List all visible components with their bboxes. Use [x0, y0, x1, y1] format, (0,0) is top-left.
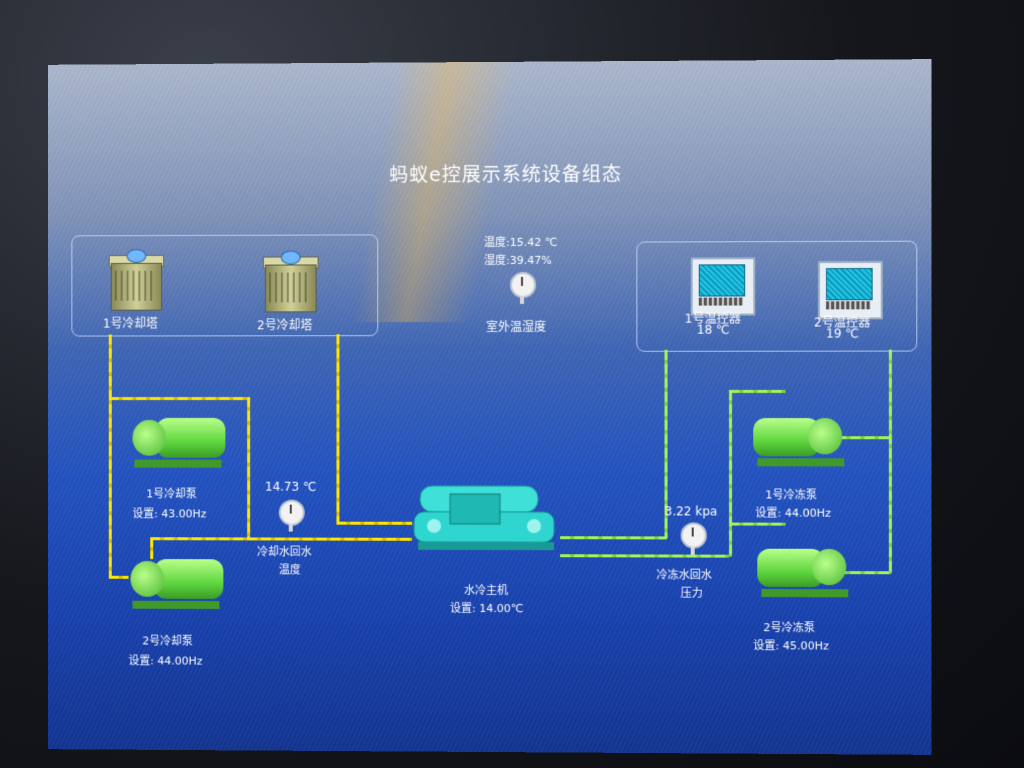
cooling-pipe — [108, 334, 112, 579]
chilled-pump-1[interactable] — [751, 408, 852, 474]
chilled-pump-1-label: 1号冷冻泵 — [765, 488, 817, 502]
pump-head — [807, 418, 843, 455]
chilled-return-gauge-icon[interactable] — [680, 522, 707, 555]
fan-icon — [126, 249, 147, 263]
cooling-return-value: 14.73 ℃ — [264, 479, 317, 494]
chiller-setting: 设置: 14.00℃ — [450, 601, 524, 616]
thermostat-display — [826, 268, 873, 301]
gauge-needle — [521, 276, 524, 286]
cooling-pump-2-label: 2号冷却泵 — [142, 634, 193, 648]
gauge-needle — [691, 527, 694, 537]
chilled-pipe — [729, 389, 733, 557]
thermostat-display — [698, 264, 746, 297]
cooling-pump-2-setting: 设置: 44.00Hz — [128, 654, 203, 668]
cooling-tower-2[interactable] — [261, 250, 319, 313]
pump-head — [132, 419, 167, 456]
cooling-pipe — [247, 397, 251, 541]
thermostat-keypad — [698, 297, 744, 306]
chilled-pipe — [729, 522, 786, 526]
cooling-pipe — [336, 521, 413, 525]
pump-base — [761, 588, 849, 598]
cooling-return-label-2: 温度 — [278, 563, 301, 577]
chilled-pump-2-label: 2号冷冻泵 — [763, 621, 815, 635]
thermostat-keypad — [826, 301, 871, 310]
gauge-stem — [520, 295, 525, 304]
cooling-pump-1-setting: 设置: 43.00Hz — [132, 507, 207, 521]
chilled-return-label-1: 冷冻水回水 — [656, 568, 712, 582]
chilled-pipe — [560, 536, 667, 540]
cooling-return-label-1: 冷却水回水 — [257, 545, 312, 559]
chiller-label: 水冷主机 — [464, 583, 509, 598]
outdoor-sensor-icon[interactable] — [510, 271, 537, 304]
chilled-pump-2[interactable] — [755, 539, 856, 606]
thermostat-2-value: 19 ℃ — [826, 326, 860, 341]
thermostat-1-value: 18 ℃ — [696, 322, 730, 337]
chilled-pump-2-setting: 设置: 45.00Hz — [753, 639, 829, 653]
cooling-tower-2-label: 2号冷却塔 — [257, 318, 313, 333]
chilled-pump-1-setting: 设置: 44.00Hz — [755, 506, 831, 520]
gauge-stem — [690, 546, 695, 555]
pump-motor — [154, 559, 224, 600]
chilled-return-value: 3.22 kpa — [664, 504, 718, 519]
pump-base — [134, 459, 222, 468]
gauge-stem — [288, 523, 293, 532]
cooling-pipe — [247, 537, 413, 541]
tower-louvre — [114, 270, 157, 301]
pump-head — [811, 548, 847, 586]
outdoor-temperature: 温度:15.42 ℃ — [484, 235, 558, 250]
cooling-pump-1-label: 1号冷却泵 — [146, 487, 197, 501]
outdoor-humidity: 湿度:39.47% — [484, 253, 552, 268]
thermostat-1-icon[interactable] — [690, 257, 756, 316]
cooling-pipe — [150, 537, 250, 541]
chilled-pipe — [560, 554, 730, 558]
pump-head — [130, 560, 165, 597]
pump-base — [132, 600, 220, 609]
cooling-pipe — [108, 397, 250, 401]
chiller-icon — [414, 485, 554, 551]
cooling-pipe — [336, 334, 340, 524]
cooling-tower-1-label: 1号冷却塔 — [102, 316, 158, 331]
thermostat-2-icon[interactable] — [817, 260, 883, 320]
pump-motor — [156, 417, 226, 458]
cooling-pump-2[interactable] — [127, 553, 226, 617]
scada-screen: 蚂蚁e控展示系统设备组态 1号冷却塔 2号冷却塔 温度:15.42 ℃ 湿度:3… — [47, 59, 932, 755]
fan-icon — [280, 250, 301, 265]
chilled-pipe — [729, 389, 786, 393]
gauge-needle — [289, 504, 292, 514]
tower-louvre — [268, 272, 311, 303]
water-chiller[interactable] — [410, 478, 560, 558]
cooling-pump-1[interactable] — [129, 404, 228, 476]
chilled-pipe — [888, 349, 892, 574]
cooling-return-gauge-icon[interactable] — [278, 499, 305, 532]
chilled-return-label-2: 压力 — [680, 586, 703, 600]
page-title: 蚂蚁e控展示系统设备组态 — [389, 163, 623, 187]
cooling-tower-1[interactable] — [107, 249, 165, 311]
pump-base — [757, 458, 845, 467]
outdoor-sensor-label: 室外温湿度 — [486, 319, 547, 334]
